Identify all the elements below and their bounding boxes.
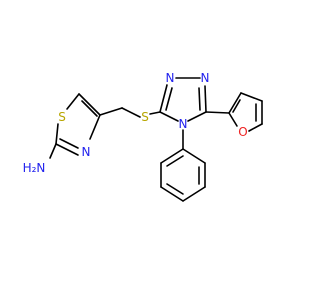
bond-thiazole-c4-n3 <box>89 114 101 140</box>
bond-thiazole-c5-c4-double <box>81 100 98 117</box>
bond-triazole-c3-n2 <box>159 84 168 113</box>
bond-triazole-n1-c5 <box>204 85 207 113</box>
bond-triazole-n1-c5-double <box>198 87 201 111</box>
bond-furan-c3-c2 <box>228 92 242 114</box>
bond-phenyl-6 <box>160 148 184 164</box>
bond-furan-c2-o <box>228 112 238 127</box>
bond-triazole-furan <box>205 111 230 114</box>
atom-o-furan: O <box>238 125 247 139</box>
molecule-structure: S N H₂N S N N N O <box>23 71 263 202</box>
bond-thiazole-c2-s <box>55 123 59 145</box>
atom-s-thiazole: S <box>58 110 66 124</box>
bond-s-triazole <box>149 111 161 115</box>
bond-thiazole-n3-c2-double <box>59 138 79 149</box>
bond-c4-ch2 <box>99 107 123 116</box>
atom-n-triazole-1: N <box>166 71 175 85</box>
bond-furan-c4-c3 <box>240 92 263 102</box>
bonds <box>49 77 263 202</box>
bond-thiazole-s-c5 <box>66 93 80 110</box>
bond-furan-o-c5 <box>248 123 263 132</box>
bond-triazole-n4-c3 <box>159 111 179 122</box>
bond-phenyl-6-double <box>166 155 184 167</box>
bond-thiazole-c5-c4 <box>78 93 101 116</box>
atom-nh2: H₂N <box>23 161 46 175</box>
bond-triazole-c3-n2-double <box>165 87 173 111</box>
bond-triazole-c5-n4 <box>187 111 207 122</box>
bond-phenyl-1 <box>182 148 206 164</box>
bond-c2-nh2 <box>49 143 57 159</box>
atom-n-triazole-4: N <box>179 117 188 131</box>
bond-furan-c3-c2-double <box>232 99 241 113</box>
atom-n-triazole-2: N <box>201 71 210 85</box>
bond-ch2-s <box>121 107 141 118</box>
atom-s-thioether: S <box>141 110 149 124</box>
atom-labels: S N H₂N S N N N O <box>23 71 248 175</box>
bond-phenyl-3 <box>182 186 206 202</box>
bond-phenyl-4-double <box>166 183 184 195</box>
bond-phenyl-4 <box>160 186 184 202</box>
atom-n-thiazole: N <box>82 145 91 159</box>
bond-thiazole-n3-c2 <box>55 143 79 156</box>
